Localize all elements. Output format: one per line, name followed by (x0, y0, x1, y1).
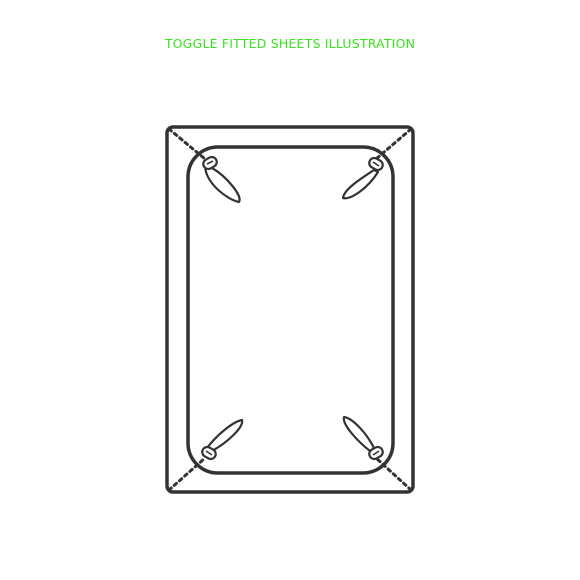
toggle-icon-bottom-left (201, 418, 244, 461)
mattress-outline (165, 125, 415, 494)
toggle-icon-top-right (341, 156, 384, 200)
dashed-corner-line-top-left (167, 127, 207, 161)
sheet-inner-outline (186, 145, 395, 475)
toggle-icon-top-left (202, 155, 241, 204)
page-title: TOGGLE FITTED SHEETS ILLUSTRATION (164, 36, 416, 51)
dashed-corner-line-top-right (374, 127, 413, 161)
dashed-corner-line-bottom-right (374, 456, 413, 492)
dashed-corner-line-bottom-left (167, 456, 207, 492)
toggle-icon-bottom-right (342, 415, 384, 461)
